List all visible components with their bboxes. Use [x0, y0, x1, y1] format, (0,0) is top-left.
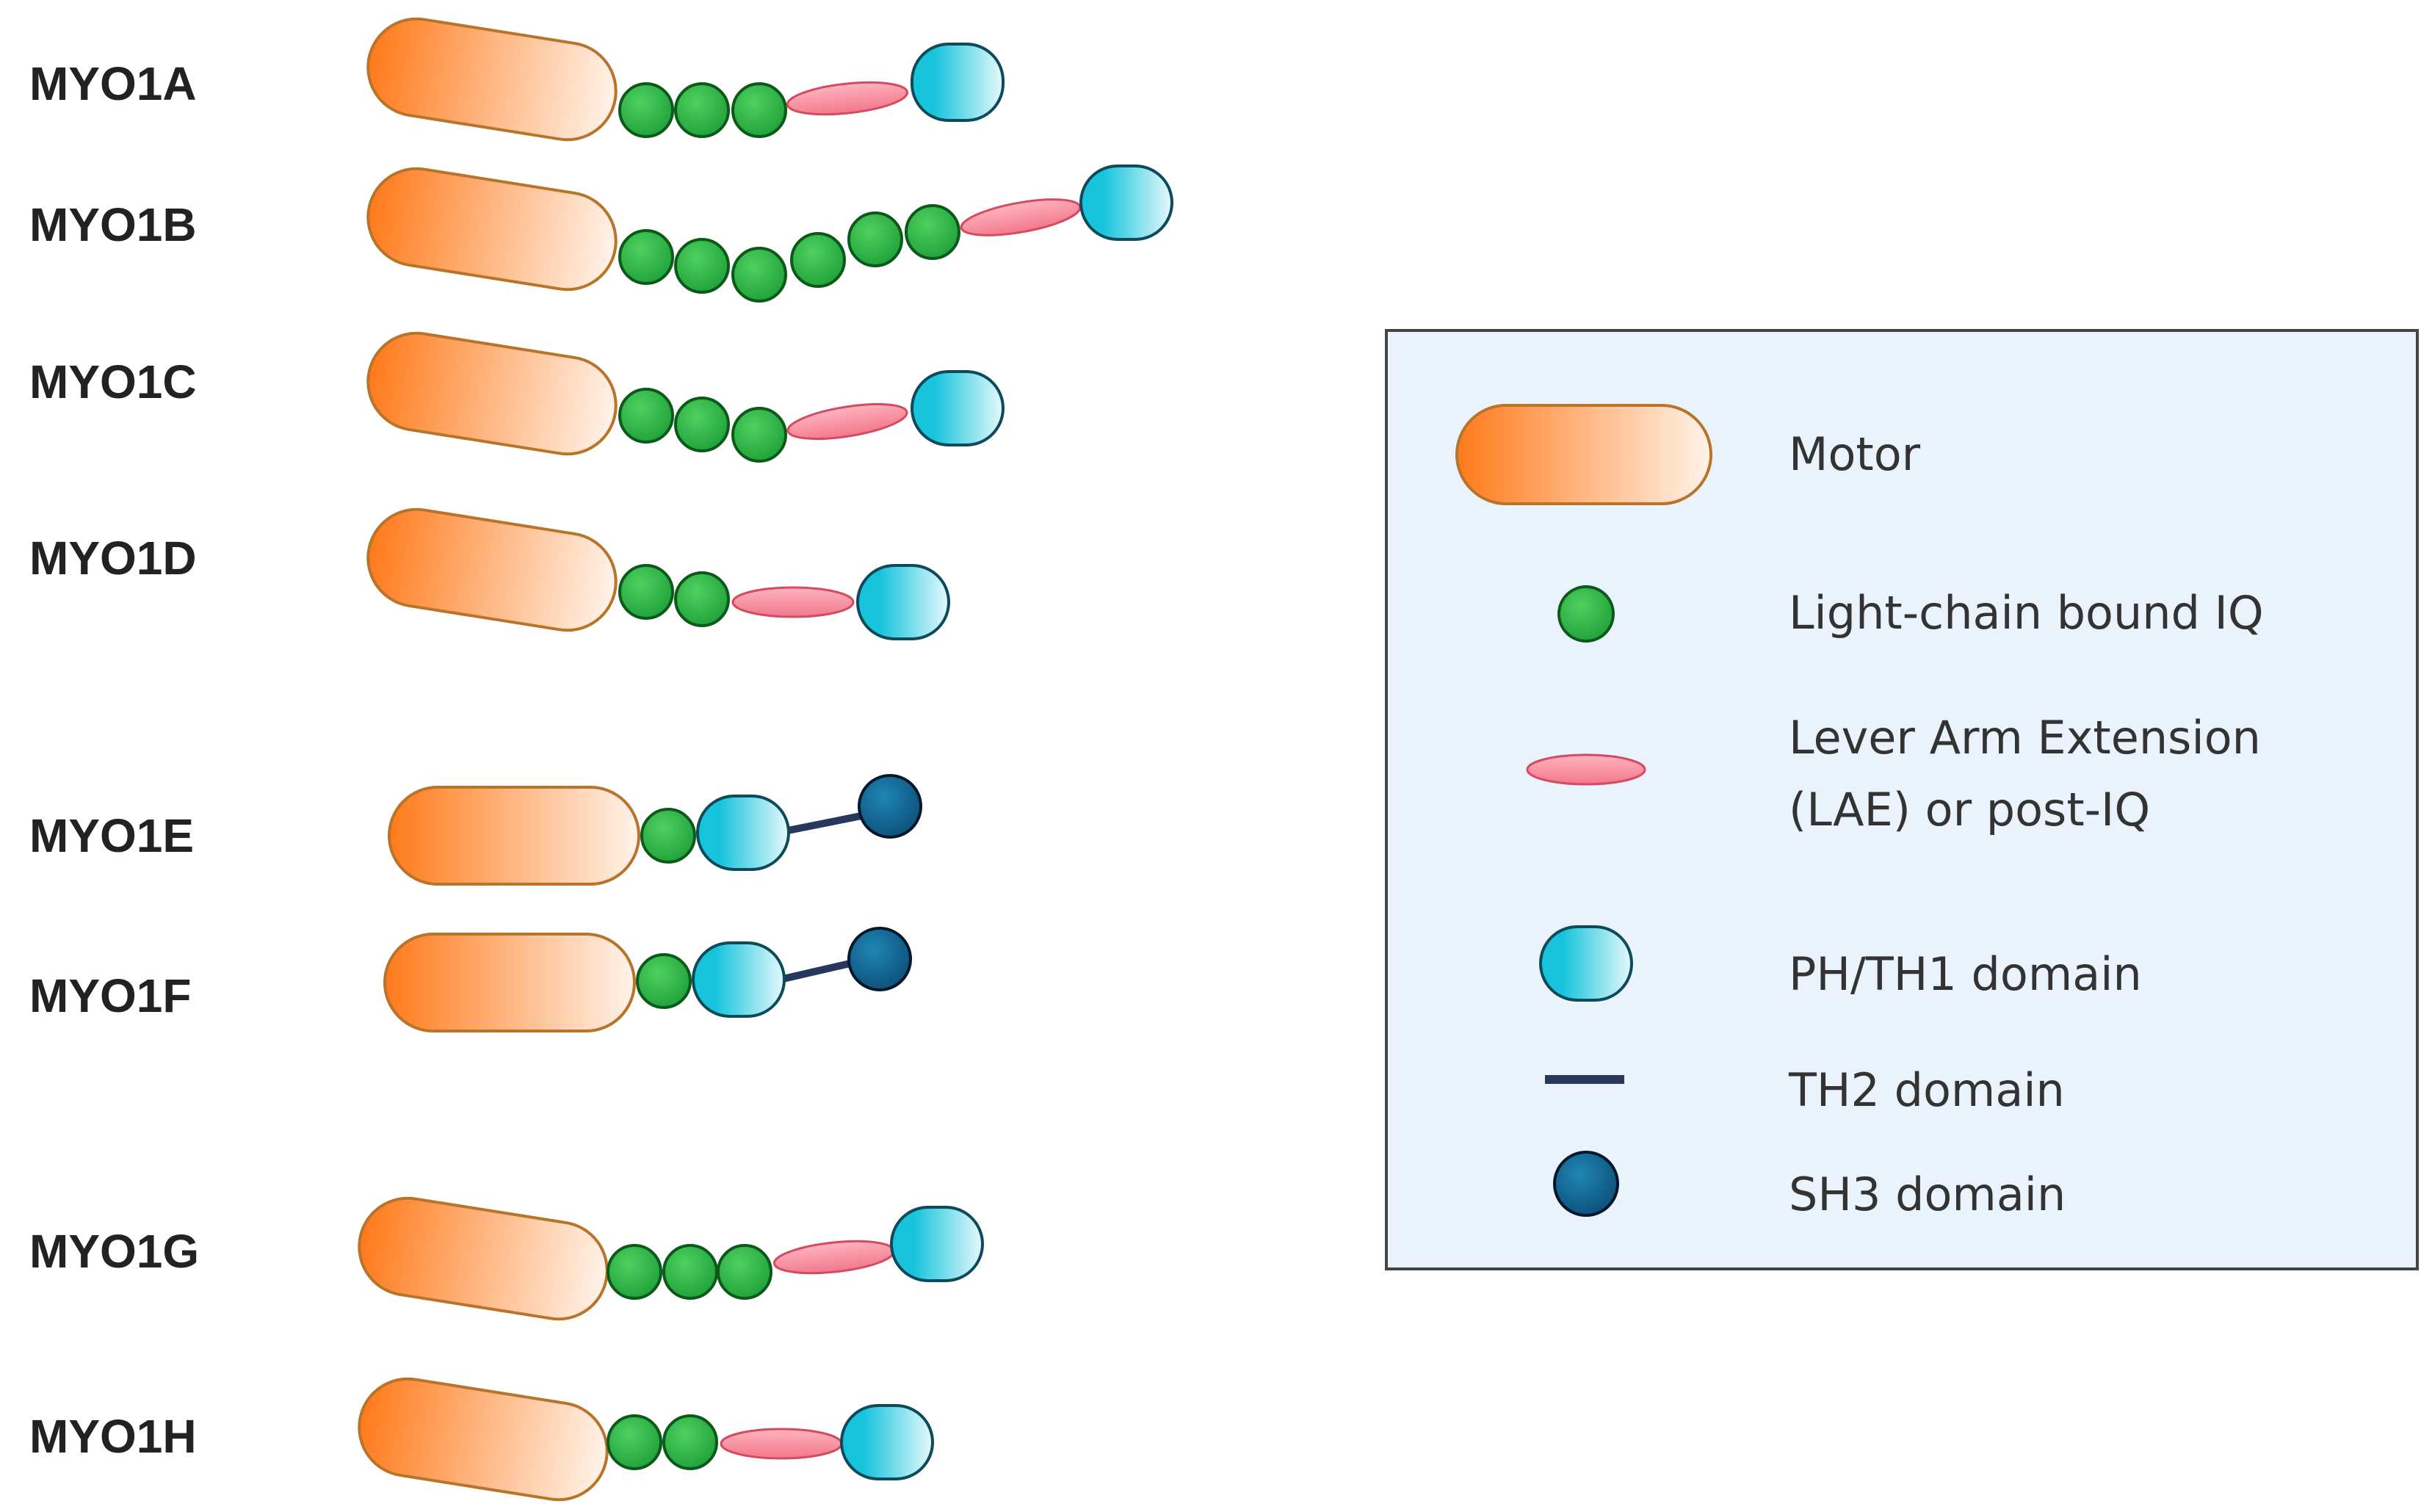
myosin-row-myo1f [383, 927, 912, 1032]
myosin-row-myo1a [366, 17, 1005, 142]
ph-th1-domain [890, 1206, 984, 1282]
motor-domain [366, 17, 618, 142]
ph-th1-icon [1539, 925, 1633, 1002]
iq-motif [618, 229, 674, 285]
row-label-myo1a: MYO1A [29, 57, 197, 110]
legend-label-motor: Motor [1789, 427, 1921, 481]
iq-motif [640, 808, 696, 864]
lever-arm-extension [786, 81, 909, 116]
motor-domain [388, 786, 640, 886]
ph-th1-domain [1079, 164, 1173, 241]
row-labels: MYO1A MYO1B MYO1C MYO1D MYO1E MYO1F MYO1… [29, 57, 199, 1463]
myosin-row-myo1d [366, 507, 950, 640]
iq-motif [717, 1244, 772, 1300]
motor-icon [1455, 404, 1712, 505]
row-label-myo1b: MYO1B [29, 198, 197, 251]
legend-label-lae: Lever Arm Extension [1789, 711, 2261, 764]
iq-motif [790, 232, 846, 288]
lever-arm-extension [786, 402, 908, 441]
iq-motif [674, 238, 730, 294]
row-label-myo1f: MYO1F [29, 969, 191, 1022]
myosin-row-myo1e [388, 774, 922, 886]
ph-th1-domain [696, 795, 790, 871]
iq-motif [636, 953, 692, 1009]
iq-motif [731, 247, 787, 303]
ph-th1-domain [840, 1404, 934, 1480]
ph-th1-domain [911, 370, 1005, 446]
legend-label-th2: TH2 domain [1788, 1063, 2065, 1117]
row-label-myo1c: MYO1C [29, 355, 197, 408]
motor-domain [358, 1196, 609, 1321]
myosin-row-myo1h [358, 1377, 934, 1502]
legend-label-iq: Light-chain bound IQ [1789, 586, 2264, 640]
iq-motif [618, 82, 674, 138]
row-label-myo1d: MYO1D [29, 532, 197, 585]
iq-motif [905, 204, 960, 260]
legend-label-sh3: SH3 domain [1789, 1168, 2066, 1221]
sh3-domain [847, 927, 912, 991]
lever-arm-extension [772, 1240, 896, 1275]
motor-domain [366, 167, 618, 292]
ph-th1-domain [856, 564, 950, 640]
iq-motif [662, 1414, 718, 1470]
legend: Motor Light-chain bound IQ Lever Arm Ext… [1385, 329, 2419, 1270]
lever-arm-extension [720, 1428, 843, 1460]
motor-domain [366, 331, 618, 456]
iq-motif [607, 1414, 662, 1470]
sh3-domain [858, 774, 922, 839]
motor-domain [366, 507, 618, 632]
row-label-myo1h: MYO1H [29, 1410, 197, 1463]
iq-motif [674, 397, 730, 452]
iq-motif [607, 1244, 662, 1300]
iq-icon [1557, 585, 1615, 643]
iq-motif [847, 211, 903, 267]
iq-motif [731, 82, 787, 138]
row-label-myo1e: MYO1E [29, 809, 194, 862]
ph-th1-domain [692, 941, 786, 1018]
iq-motif [618, 564, 674, 620]
motor-domain [383, 933, 636, 1032]
myosin-row-myo1c [366, 331, 1005, 463]
iq-motif [618, 388, 674, 444]
lever-arm-extension [731, 586, 855, 618]
iq-motif [674, 571, 730, 627]
motor-domain [358, 1377, 609, 1502]
lever-arm-extension [960, 198, 1082, 236]
myosin-row-myo1g [358, 1196, 984, 1321]
row-label-myo1g: MYO1G [29, 1225, 199, 1278]
iq-motif [731, 407, 787, 463]
ph-th1-domain [911, 43, 1005, 122]
legend-label-lae-line2: (LAE) or post-IQ [1789, 783, 2150, 836]
sh3-icon [1553, 1151, 1619, 1217]
legend-label-ph-th1: PH/TH1 domain [1789, 947, 2142, 1001]
iq-motif [662, 1244, 718, 1300]
iq-motif [674, 82, 730, 138]
myosin-row-myo1b [366, 164, 1173, 303]
lae-icon [1526, 753, 1646, 786]
